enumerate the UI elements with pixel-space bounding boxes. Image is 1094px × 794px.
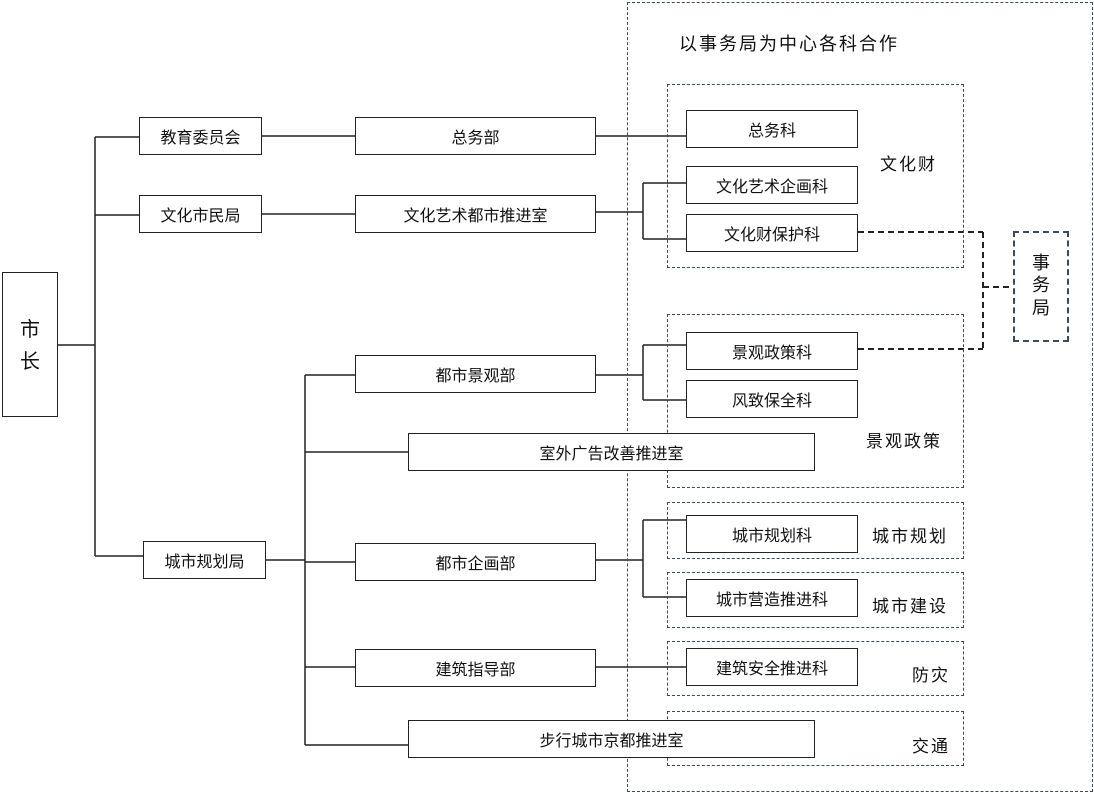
group-box-disaster — [667, 641, 964, 696]
mayor-char: 市 — [20, 316, 40, 341]
group-label-cultural-property: 文化财 — [880, 155, 937, 175]
mayor-box: 市 长 — [2, 272, 58, 417]
group-label-traffic: 交通 — [912, 737, 950, 757]
dept-building: 建筑指导部 — [355, 649, 596, 687]
section-city-construction: 城市营造推进科 — [686, 579, 858, 617]
dept-general-affairs: 总务部 — [355, 117, 596, 155]
mayor-char: 长 — [20, 348, 40, 373]
group-box-city-building — [667, 572, 964, 628]
dept-city-planning: 都市企画部 — [355, 543, 596, 581]
secretariat-char: 务 — [1032, 275, 1050, 297]
group-label-landscape-policy: 景观政策 — [866, 432, 942, 452]
dept-outdoor-ads: 室外广告改善推进室 — [408, 433, 815, 471]
secretariat-box: 事 务 局 — [1013, 231, 1069, 342]
collaboration-frame — [627, 2, 1093, 792]
section-building-safety: 建筑安全推进科 — [686, 648, 858, 686]
secretariat-char: 事 — [1032, 252, 1050, 274]
section-general: 总务科 — [686, 110, 858, 148]
section-arts-planning: 文化艺术企画科 — [686, 166, 858, 204]
bureau-education: 教育委员会 — [139, 117, 262, 155]
dept-walkable: 步行城市京都推进室 — [408, 720, 815, 758]
group-label-city-building: 城市建设 — [872, 597, 948, 617]
section-landscape-policy: 景观政策科 — [686, 332, 858, 370]
dept-arts-city: 文化艺术都市推进室 — [355, 195, 596, 233]
dept-landscape: 都市景观部 — [355, 355, 596, 393]
secretariat-char: 局 — [1032, 297, 1050, 319]
group-label-city-planning: 城市规划 — [872, 527, 948, 547]
bureau-culture: 文化市民局 — [139, 195, 262, 233]
section-scenery-preservation: 风致保全科 — [686, 380, 858, 418]
group-label-disaster: 防灾 — [912, 666, 950, 686]
group-box-city-planning — [667, 502, 964, 559]
collaboration-title: 以事务局为中心各科合作 — [679, 34, 899, 55]
group-box-landscape-policy — [667, 314, 964, 488]
group-box-cultural-property — [667, 84, 964, 268]
section-heritage-protection: 文化财保护科 — [686, 214, 858, 252]
section-city-planning: 城市规划科 — [686, 515, 858, 553]
bureau-planning: 城市规划局 — [143, 541, 266, 579]
